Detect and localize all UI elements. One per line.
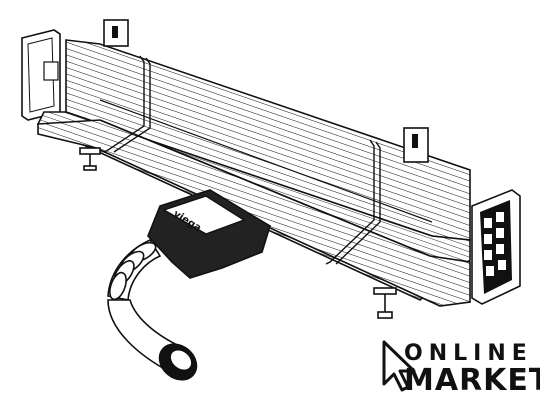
cursor-arrow-icon xyxy=(382,340,416,392)
left-end-cap xyxy=(21,29,61,121)
channel-slot xyxy=(99,99,433,223)
channel-front-wall xyxy=(37,119,471,307)
mounting-bracket-left xyxy=(103,19,129,47)
logo-line-market: MARKET xyxy=(404,363,540,398)
strap-left xyxy=(103,55,151,153)
logo-line-online: ONLINE xyxy=(404,341,533,366)
drain-hose xyxy=(107,238,198,381)
leveling-foot-left xyxy=(79,147,101,171)
online-market-logo: ONLINE MARKET xyxy=(382,340,540,398)
leveling-foot-right xyxy=(373,287,397,319)
strap-right xyxy=(325,139,381,265)
right-end-grate xyxy=(471,189,521,305)
mounting-bracket-right xyxy=(403,127,429,163)
drain-body: viega xyxy=(147,189,271,279)
